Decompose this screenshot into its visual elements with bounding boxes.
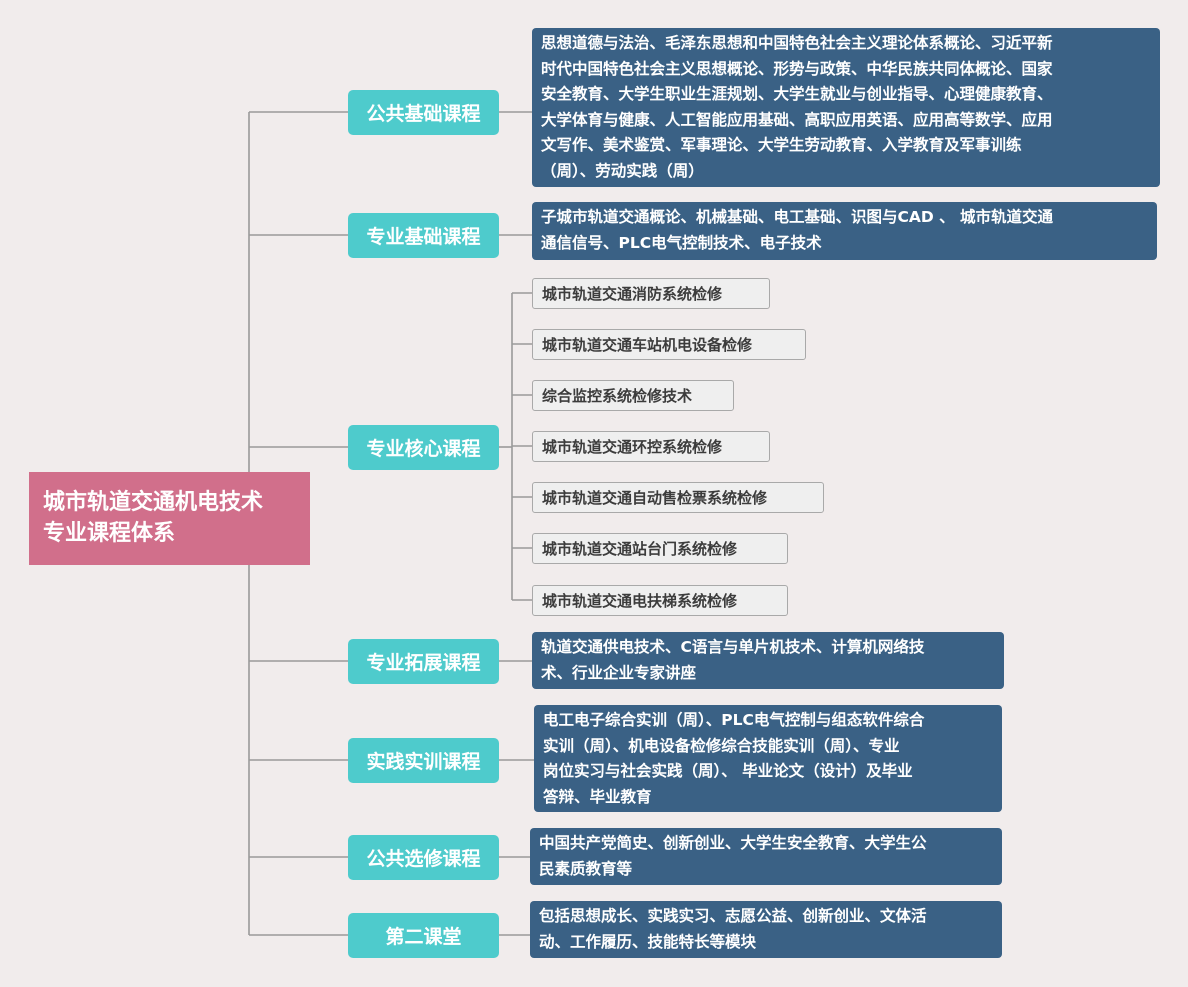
root-node: 城市轨道交通机电技术 专业课程体系	[29, 472, 310, 565]
category-professional-extension: 专业拓展课程	[348, 639, 499, 684]
category-public-basic: 公共基础课程	[348, 90, 499, 135]
category-practical-training: 实践实训课程	[348, 738, 499, 783]
description-public-basic: 思想道德与法治、毛泽东思想和中国特色社会主义理论体系概论、习近平新 时代中国特色…	[532, 28, 1160, 187]
core-course-item: 城市轨道交通电扶梯系统检修	[532, 585, 788, 616]
category-professional-basic: 专业基础课程	[348, 213, 499, 258]
core-course-item: 城市轨道交通消防系统检修	[532, 278, 770, 309]
description-practical-training: 电工电子综合实训（周）、PLC电气控制与组态软件综合 实训（周）、机电设备检修综…	[534, 705, 1002, 812]
category-public-elective: 公共选修课程	[348, 835, 499, 880]
core-course-item: 城市轨道交通自动售检票系统检修	[532, 482, 824, 513]
description-public-elective: 中国共产党简史、创新创业、大学生安全教育、大学生公 民素质教育等	[530, 828, 1002, 885]
category-second-classroom: 第二课堂	[348, 913, 499, 958]
root-title-line2: 专业课程体系	[43, 521, 176, 546]
description-professional-basic: 子城市轨道交通概论、机械基础、电工基础、识图与CAD 、 城市轨道交通 通信信号…	[532, 202, 1157, 260]
core-course-item: 综合监控系统检修技术	[532, 380, 734, 411]
core-course-item: 城市轨道交通环控系统检修	[532, 431, 770, 462]
description-second-classroom: 包括思想成长、实践实习、志愿公益、创新创业、文体活 动、工作履历、技能特长等模块	[530, 901, 1002, 958]
category-professional-core: 专业核心课程	[348, 425, 499, 470]
core-course-item: 城市轨道交通车站机电设备检修	[532, 329, 806, 360]
root-title-line1: 城市轨道交通机电技术	[43, 490, 264, 515]
description-professional-extension: 轨道交通供电技术、C语言与单片机技术、计算机网络技 术、行业企业专家讲座	[532, 632, 1004, 689]
core-course-item: 城市轨道交通站台门系统检修	[532, 533, 788, 564]
